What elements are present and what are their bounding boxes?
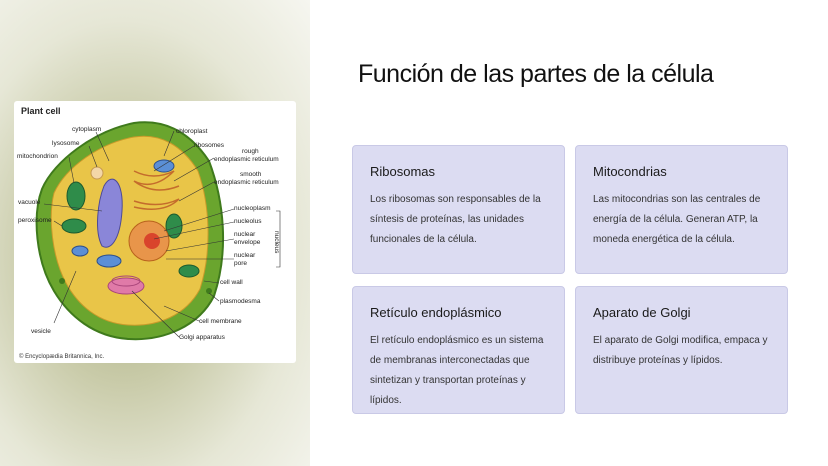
- label-cytoplasm: cytoplasm: [72, 126, 102, 133]
- label-lysosome: lysosome: [52, 140, 80, 147]
- label-pore: pore: [234, 260, 248, 267]
- card-title: Ribosomas: [370, 164, 436, 179]
- label-smooth-er: endoplasmic reticulum: [214, 179, 279, 186]
- figure-credit: © Encyclopædia Britannica, Inc.: [19, 354, 105, 360]
- card-ribosomas: Ribosomas Los ribosomas son responsables…: [352, 145, 565, 274]
- label-cell-wall: cell wall: [220, 279, 243, 286]
- label-smooth: smooth: [240, 171, 262, 178]
- label-nucleolus: nucleolus: [234, 218, 262, 225]
- card-text: El aparato de Golgi modifica, empaca y d…: [593, 335, 768, 366]
- label-rough-er: endoplasmic reticulum: [214, 156, 279, 163]
- label-vesicle: vesicle: [31, 328, 51, 335]
- card-text: Las mitocondrias son las centrales de en…: [593, 194, 761, 245]
- card-mitocondrias: Mitocondrias Las mitocondrias son las ce…: [575, 145, 788, 274]
- label-mitochondrion: mitochondrion: [17, 153, 58, 160]
- label-chloroplast: chloroplast: [176, 128, 208, 135]
- plant-cell-figure: Plant cell cytoplasm lysosome mitochondr…: [14, 101, 296, 363]
- card-aparato-de-golgi: Aparato de Golgi El aparato de Golgi mod…: [575, 286, 788, 414]
- label-nucleus: nucleus: [273, 231, 280, 254]
- card-title: Mitocondrias: [593, 164, 667, 179]
- label-plasmodesma: plasmodesma: [220, 298, 261, 305]
- label-nuclear: nuclear: [234, 231, 256, 238]
- label-peroxisome: peroxisome: [18, 217, 52, 224]
- label-rough: rough: [242, 148, 259, 155]
- label-cell-membrane: cell membrane: [199, 318, 242, 325]
- label-ribosomes: ribosomes: [194, 142, 224, 149]
- card-reticulo-endoplasmico: Retículo endoplásmico El retículo endopl…: [352, 286, 565, 414]
- plant-cell-illustration: [35, 121, 281, 341]
- card-title: Retículo endoplásmico: [370, 305, 502, 320]
- label-vacuole: vacuole: [18, 199, 41, 206]
- card-text: El retículo endoplásmico es un sistema d…: [370, 335, 544, 406]
- figure-title: Plant cell: [21, 106, 61, 116]
- label-golgi-apparatus: Golgi apparatus: [179, 334, 225, 341]
- label-nucleoplasm: nucleoplasm: [234, 205, 271, 212]
- label-envelope: envelope: [234, 239, 261, 246]
- card-title: Aparato de Golgi: [593, 305, 691, 320]
- card-text: Los ribosomas son responsables de la sín…: [370, 194, 541, 245]
- label-nuclear-2: nuclear: [234, 252, 256, 259]
- slide-title: Función de las partes de la célula: [358, 60, 714, 88]
